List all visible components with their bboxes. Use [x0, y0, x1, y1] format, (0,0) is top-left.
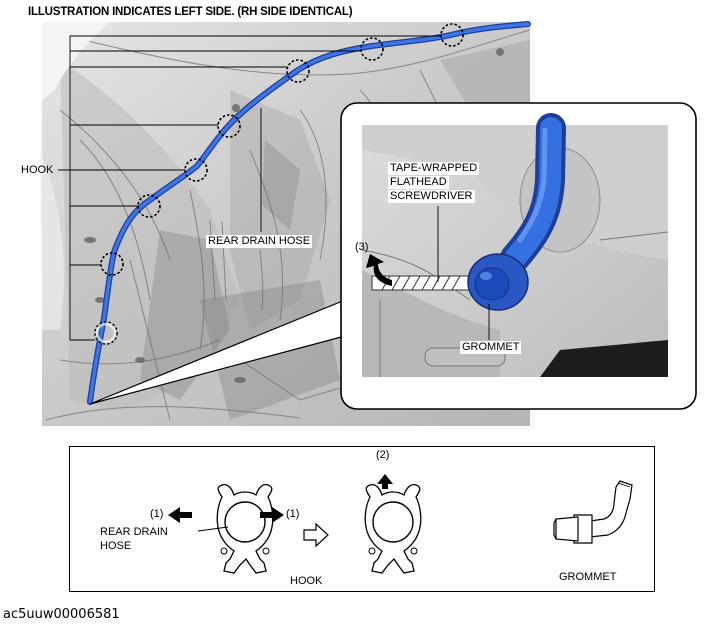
step-3-label: (3) — [355, 241, 369, 253]
hook-marker-3 — [137, 194, 161, 218]
hook-removal-panel: (1) (1) (2) REAR DRAIN HOSE HOOK GROMMET — [69, 446, 655, 592]
rear-drain-hose — [87, 21, 531, 405]
tape-wrapped-label: TAPE-WRAPPED — [388, 162, 480, 175]
page-title: ILLUSTRATION INDICATES LEFT SIDE. (RH SI… — [28, 6, 353, 18]
curved-arrow-icon — [366, 254, 392, 286]
grommet-caption: GROMMET — [559, 571, 617, 583]
hook-marker-2 — [100, 252, 124, 276]
right-arrow-icon — [260, 507, 284, 523]
hook-marker-7 — [360, 37, 384, 61]
hook-removal-art — [168, 474, 633, 574]
hook-leader-lines — [58, 35, 441, 341]
figure-code: ac5uuw00006581 — [3, 607, 120, 622]
hook-marker-1 — [94, 321, 118, 345]
arrow-right-outline-icon — [303, 522, 329, 548]
rear-drain-hose-caption-2: HOSE — [100, 540, 132, 552]
hook-clip-icon — [364, 483, 422, 574]
hook-marker-8 — [440, 23, 464, 47]
left-arrow-icon — [168, 507, 192, 523]
grommet-label: GROMMET — [460, 341, 522, 354]
hook-caption: HOOK — [290, 575, 323, 587]
hook-marker-4 — [184, 158, 208, 182]
step-1-left-label: (1) — [150, 508, 164, 520]
flathead-label: FLATHEAD — [388, 176, 449, 189]
hook-marker-6 — [286, 59, 310, 83]
inset-hose — [500, 113, 566, 273]
hook-marker-5 — [217, 114, 241, 138]
pull-arrow-icon — [377, 474, 393, 489]
grommet-icon — [553, 480, 633, 544]
hook-label: HOOK — [21, 164, 54, 176]
detail-inset — [340, 102, 697, 410]
rear-drain-hose-label: REAR DRAIN HOSE — [206, 235, 313, 248]
main-illustration — [40, 21, 697, 426]
screwdriver-label: SCREWDRIVER — [388, 190, 475, 203]
hook-clip-icon — [216, 483, 274, 574]
step-1-right-label: (1) — [286, 508, 300, 520]
hook-markers — [94, 23, 464, 345]
rear-drain-hose-caption-1: REAR DRAIN — [100, 526, 168, 538]
inset-grommet — [467, 253, 529, 311]
step-2-label: (2) — [376, 449, 390, 461]
